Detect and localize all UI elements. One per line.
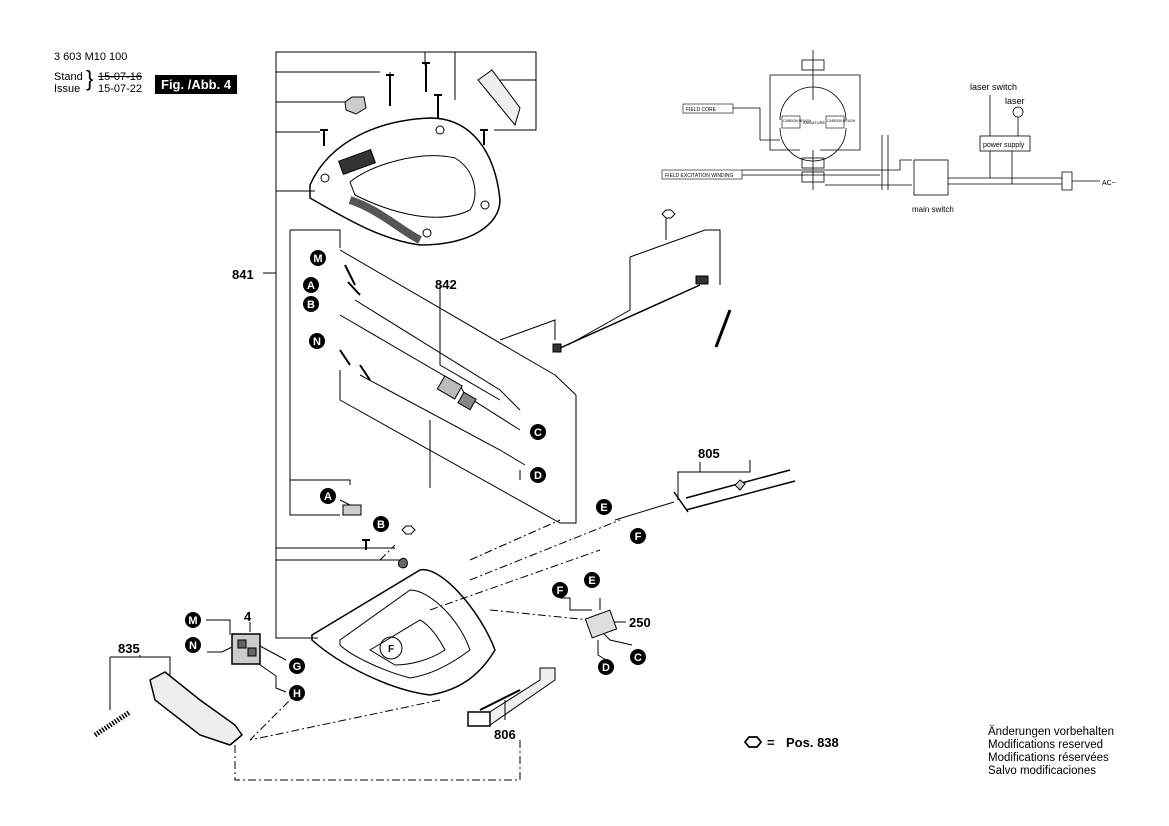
group-842: [289, 229, 577, 524]
document-number: 3 603 M10 100: [54, 51, 128, 63]
part-label-250: 250: [629, 615, 651, 630]
svg-text:C: C: [634, 652, 642, 664]
marker-E: E: [596, 499, 612, 515]
top-cover: [309, 117, 501, 246]
svg-text:C: C: [534, 427, 542, 439]
note-line: Modifications réservées: [988, 752, 1109, 764]
part-label-835: 835: [118, 641, 140, 656]
svg-text:G: G: [293, 661, 302, 673]
armature-label: ARMATURE: [803, 120, 825, 125]
field-excitation-label: FIELD EXCITATION WINDING: [665, 173, 734, 179]
marker-M: M: [310, 250, 326, 266]
note-line: Salvo modificaciones: [988, 765, 1097, 777]
svg-text:N: N: [313, 336, 321, 348]
hex-nut-icon: [401, 525, 416, 535]
svg-text:E: E: [600, 502, 607, 514]
svg-text:F: F: [635, 531, 642, 543]
issue-date: 15-07-22: [98, 83, 143, 95]
svg-text:B: B: [307, 299, 315, 311]
marker-H: H: [289, 685, 305, 701]
svg-text:N: N: [189, 640, 197, 652]
marker-N: N: [309, 333, 325, 349]
figure-label: Fig. /Abb. 4: [155, 75, 238, 94]
marker-F-250: F: [552, 582, 568, 598]
svg-text:M: M: [313, 253, 322, 265]
marker-B: B: [303, 296, 319, 312]
hex-nut-legend-icon: [743, 736, 763, 748]
marker-C: C: [530, 424, 546, 440]
carbon-brush-label-2: CARBON BRUSH: [827, 119, 856, 123]
marker-E-250: E: [584, 572, 600, 588]
hex-nut-icon: [661, 209, 676, 219]
stand-label: Stand: [54, 71, 83, 83]
note-line: Modifications reserved: [988, 739, 1104, 751]
part-label-806: 806: [494, 727, 516, 742]
part-label-4: 4: [244, 609, 252, 624]
issue-label: Issue: [54, 83, 81, 95]
svg-text:E: E: [588, 575, 595, 587]
laser-switch-label: laser switch: [970, 82, 1017, 92]
part-label-841: 841: [232, 267, 254, 282]
marker-F: F: [630, 528, 646, 544]
legend-pos-text: Pos. 838: [786, 735, 839, 750]
marker-M-4: M: [185, 612, 201, 628]
legend-equals: =: [767, 735, 775, 750]
laser-label: laser: [1005, 96, 1025, 106]
notes-block: Änderungen vorbehalten Modifications res…: [988, 726, 1114, 778]
svg-text:A: A: [324, 491, 332, 503]
svg-text:F: F: [557, 585, 564, 597]
svg-text:A: A: [307, 280, 315, 292]
svg-text:D: D: [534, 470, 542, 482]
power-supply-label: power supply: [983, 142, 1025, 149]
svg-text:H: H: [293, 688, 301, 700]
reference-markers: M A B N C D A B E F E F D C M N G H: [185, 250, 646, 701]
marker-A-lower: A: [320, 488, 336, 504]
field-core-label: FIELD CORE: [686, 107, 717, 113]
part-label-805: 805: [698, 446, 720, 461]
marker-A: A: [303, 277, 319, 293]
marker-D: D: [530, 467, 546, 483]
main-switch-label: main switch: [912, 205, 954, 214]
stand-date: 15-07-16: [98, 71, 143, 83]
marker-G: G: [289, 658, 305, 674]
note-line: Änderungen vorbehalten: [988, 726, 1114, 738]
carbon-brush-label-1: CARBON BRUSH: [783, 119, 812, 123]
base-marker-F: F: [388, 644, 394, 655]
marker-D-250: D: [598, 659, 614, 675]
marker-N-4: N: [185, 637, 201, 653]
svg-text:D: D: [602, 662, 610, 674]
header-brace: }: [86, 66, 94, 91]
marker-C-250: C: [630, 649, 646, 665]
base-housing: [311, 569, 496, 696]
wiring-schematic: [733, 50, 1100, 196]
marker-B-lower: B: [373, 516, 389, 532]
ac-label: AC~: [1102, 180, 1116, 187]
bracket-841: [275, 51, 320, 639]
svg-text:B: B: [377, 519, 385, 531]
svg-text:M: M: [188, 615, 197, 627]
screw-icon: [320, 62, 488, 146]
